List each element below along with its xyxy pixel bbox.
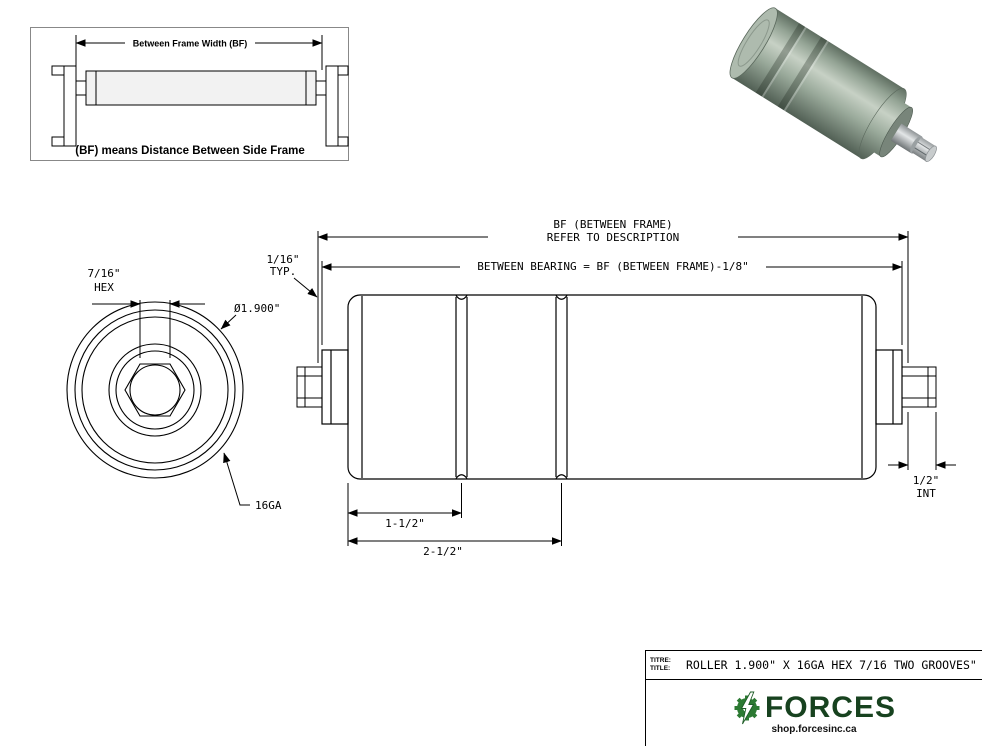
- typ-dim-label-2: TYP.: [270, 265, 297, 278]
- gauge-label: 16GA: [255, 499, 282, 512]
- groove-1: [455, 295, 468, 479]
- roller-3d-render: [729, 7, 937, 163]
- bf-dim-label-1: BF (BETWEEN FRAME): [553, 218, 672, 231]
- title-label-fr: TITRE:: [650, 657, 671, 664]
- groove2-dim-label: 2-1/2": [423, 545, 463, 558]
- title-labels: TITRE: TITLE:: [646, 657, 686, 673]
- inset-bf-dim-label: Between Frame Width (BF): [133, 39, 247, 49]
- diameter-label: Ø1.900": [234, 302, 280, 315]
- end-view: [66, 300, 250, 506]
- roller-3d-shaft: [890, 123, 937, 163]
- title-row: TITRE: TITLE: ROLLER 1.900" X 16GA HEX 7…: [646, 651, 982, 680]
- side-view: [296, 294, 937, 480]
- inset-diagram: [30, 27, 349, 161]
- typ-dim-label-1: 1/16": [266, 253, 299, 266]
- roller-3d-far-cap: [729, 7, 778, 79]
- left-shaft: [296, 366, 323, 408]
- title-label-en: TITLE:: [650, 665, 671, 672]
- dimension-labels: 7/16" HEX Ø1.900" 16GA BF (BETWEEN FRAME…: [75, 39, 939, 559]
- hex-dim-label-1: 7/16": [87, 267, 120, 280]
- forces-logo: FORCES: [732, 691, 896, 725]
- shaft-dim-label-1: 1/2": [913, 474, 940, 487]
- hex-dim-label-2: HEX: [94, 281, 114, 294]
- hex-bore: [124, 363, 186, 417]
- brand-website: shop.forcesinc.ca: [771, 723, 857, 735]
- right-shaft: [901, 366, 937, 408]
- shaft-dim-label-2: INT: [916, 487, 936, 500]
- right-bearing-cap: [875, 349, 903, 425]
- groove-2: [555, 295, 568, 479]
- groove1-dim-label: 1-1/2": [385, 517, 425, 530]
- brand-name: FORCES: [764, 690, 896, 724]
- inset-left-frame: [51, 65, 77, 147]
- roller-body: [347, 294, 877, 480]
- forces-gear-icon: [734, 691, 760, 724]
- brand-area: FORCES shop.forcesinc.ca: [646, 680, 982, 745]
- side-view-dimensions: [293, 217, 956, 546]
- roller-3d-grooves: [755, 23, 829, 112]
- left-bearing-cap: [321, 349, 349, 425]
- bf-dim-label-2: REFER TO DESCRIPTION: [547, 231, 679, 244]
- between-bearing-label: BETWEEN BEARING = BF (BETWEEN FRAME)-1/8…: [477, 260, 749, 273]
- drawing-title: ROLLER 1.900" X 16GA HEX 7/16 TWO GROOVE…: [686, 658, 977, 672]
- title-block: TITRE: TITLE: ROLLER 1.900" X 16GA HEX 7…: [645, 650, 982, 746]
- inset-right-frame: [325, 65, 349, 147]
- inset-caption: (BF) means Distance Between Side Frame: [75, 145, 304, 157]
- inset-roller: [75, 70, 327, 106]
- lightning-bolt-icon: [740, 691, 755, 724]
